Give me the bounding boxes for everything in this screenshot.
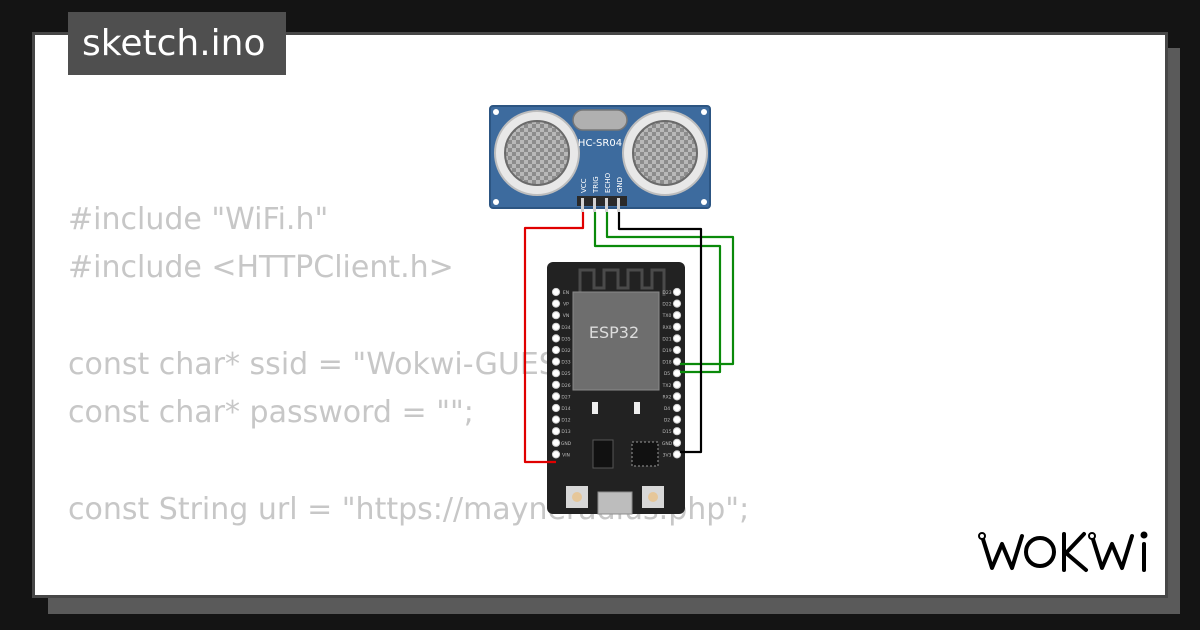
left-pin-d14[interactable]	[551, 403, 561, 413]
smd-component	[592, 402, 598, 414]
usb-port	[597, 491, 633, 515]
right-pin-3v3[interactable]	[672, 450, 682, 459]
smd-component	[634, 402, 640, 414]
en-button-cap	[572, 492, 582, 502]
right-pin-d5[interactable]	[672, 369, 682, 378]
left-pin-gnd[interactable]	[551, 438, 561, 447]
mount-hole	[701, 109, 707, 115]
right-pin-gnd[interactable]	[672, 438, 682, 447]
left-pin-d13[interactable]	[551, 427, 561, 436]
transducer-right	[622, 110, 708, 196]
pin-label-vcc: VCC	[580, 178, 588, 193]
right-pin-d15[interactable]	[672, 427, 682, 436]
usb-uart-chip	[631, 441, 659, 467]
right-pin-d2[interactable]	[672, 415, 682, 424]
left-pin-label: EN	[563, 290, 569, 296]
left-pin-d27[interactable]	[551, 392, 561, 401]
left-pin-en[interactable]	[551, 287, 561, 297]
right-pin-label: D2	[664, 418, 670, 424]
crystal-oscillator	[572, 109, 628, 131]
right-pin-d23[interactable]	[672, 287, 682, 297]
esp32-board[interactable]: ESP32 ENVPVND34D35D32D33D25D26D27D14D12D…	[547, 262, 685, 515]
left-pin-vp[interactable]	[551, 299, 561, 308]
left-pin-label: D32	[561, 348, 570, 354]
sensor-header	[577, 196, 627, 212]
right-pin-label: GND	[662, 441, 673, 447]
right-pin-label: D21	[662, 336, 671, 342]
left-pin-label: D26	[561, 383, 570, 389]
code-preview: #include "WiFi.h" #include <HTTPClient.h…	[68, 196, 749, 534]
right-pin-rx0[interactable]	[672, 322, 682, 331]
voltage-regulator	[592, 439, 614, 469]
right-pin-label: D19	[662, 348, 671, 354]
left-pin-vn[interactable]	[551, 311, 561, 320]
left-pin-label: GND	[561, 441, 572, 447]
wire-echo	[605, 212, 735, 366]
left-pin-label: D35	[561, 336, 570, 342]
left-pin-label: D25	[561, 371, 570, 377]
right-pin-d22[interactable]	[672, 299, 682, 308]
antenna-trace	[578, 268, 666, 296]
left-pin-d25[interactable]	[551, 369, 561, 378]
code-line: #include "WiFi.h"	[68, 202, 329, 237]
left-pin-label: D13	[561, 429, 570, 435]
right-pin-rx2[interactable]	[672, 392, 682, 401]
code-line: const char* password = "";	[68, 395, 474, 431]
right-pin-label: D18	[662, 360, 671, 366]
pin-label-echo: ECHO	[604, 172, 612, 193]
mount-hole	[493, 199, 499, 205]
right-pin-label: D23	[662, 290, 671, 296]
sensor-label: HC-SR04	[578, 138, 622, 149]
right-pin-d4[interactable]	[672, 403, 682, 413]
sketch-title: sketch.ino	[68, 12, 286, 75]
left-pin-label: D33	[561, 360, 570, 366]
boot-button-cap	[648, 492, 658, 502]
right-pin-label: TX0	[662, 313, 672, 319]
left-pin-label: VIN	[562, 452, 570, 458]
left-pin-d34[interactable]	[551, 322, 561, 331]
right-pin-tx2[interactable]	[672, 380, 682, 389]
right-pin-label: RX0	[662, 325, 671, 331]
right-pin-label: D5	[664, 371, 670, 377]
right-pin-label: D22	[662, 302, 671, 308]
hc-sr04-sensor[interactable]: HC-SR04 VCC TRIG ECHO GND	[489, 105, 711, 212]
pin-label-trig: TRIG	[592, 176, 600, 194]
code-line: #include <HTTPClient.h>	[68, 250, 454, 286]
right-pin-tx0[interactable]	[672, 311, 682, 320]
mount-hole	[493, 109, 499, 115]
right-pin-label: D4	[664, 406, 670, 412]
left-pin-d12[interactable]	[551, 415, 561, 424]
wokwi-logo	[978, 531, 1148, 572]
left-pin-d26[interactable]	[551, 380, 561, 389]
left-pin-label: D34	[561, 325, 570, 331]
wire-vcc	[523, 212, 585, 464]
left-pin-label: D12	[561, 418, 570, 424]
left-pin-label: D14	[561, 406, 570, 412]
left-pin-label: D27	[561, 394, 570, 400]
transducer-left	[494, 110, 580, 196]
left-pin-label: VP	[563, 302, 569, 308]
left-pin-vin[interactable]	[551, 450, 561, 459]
right-pin-d21[interactable]	[672, 334, 682, 343]
left-pin-label: VN	[563, 313, 569, 319]
right-pin-d19[interactable]	[672, 345, 682, 355]
right-pin-label: TX2	[662, 383, 672, 389]
right-pin-label: RX2	[662, 394, 671, 400]
pin-label-gnd: GND	[616, 177, 624, 193]
left-pin-d33[interactable]	[551, 357, 561, 366]
left-pin-d35[interactable]	[551, 334, 561, 343]
board-label: ESP32	[589, 323, 639, 342]
wire-trig	[593, 212, 722, 374]
right-pin-d18[interactable]	[672, 357, 682, 366]
esp32-module	[572, 291, 660, 391]
right-pin-label: 3V3	[663, 452, 672, 458]
right-pin-label: D15	[662, 429, 671, 435]
mount-hole	[701, 199, 707, 205]
left-pin-d32[interactable]	[551, 345, 561, 355]
wire-gnd	[617, 212, 703, 454]
